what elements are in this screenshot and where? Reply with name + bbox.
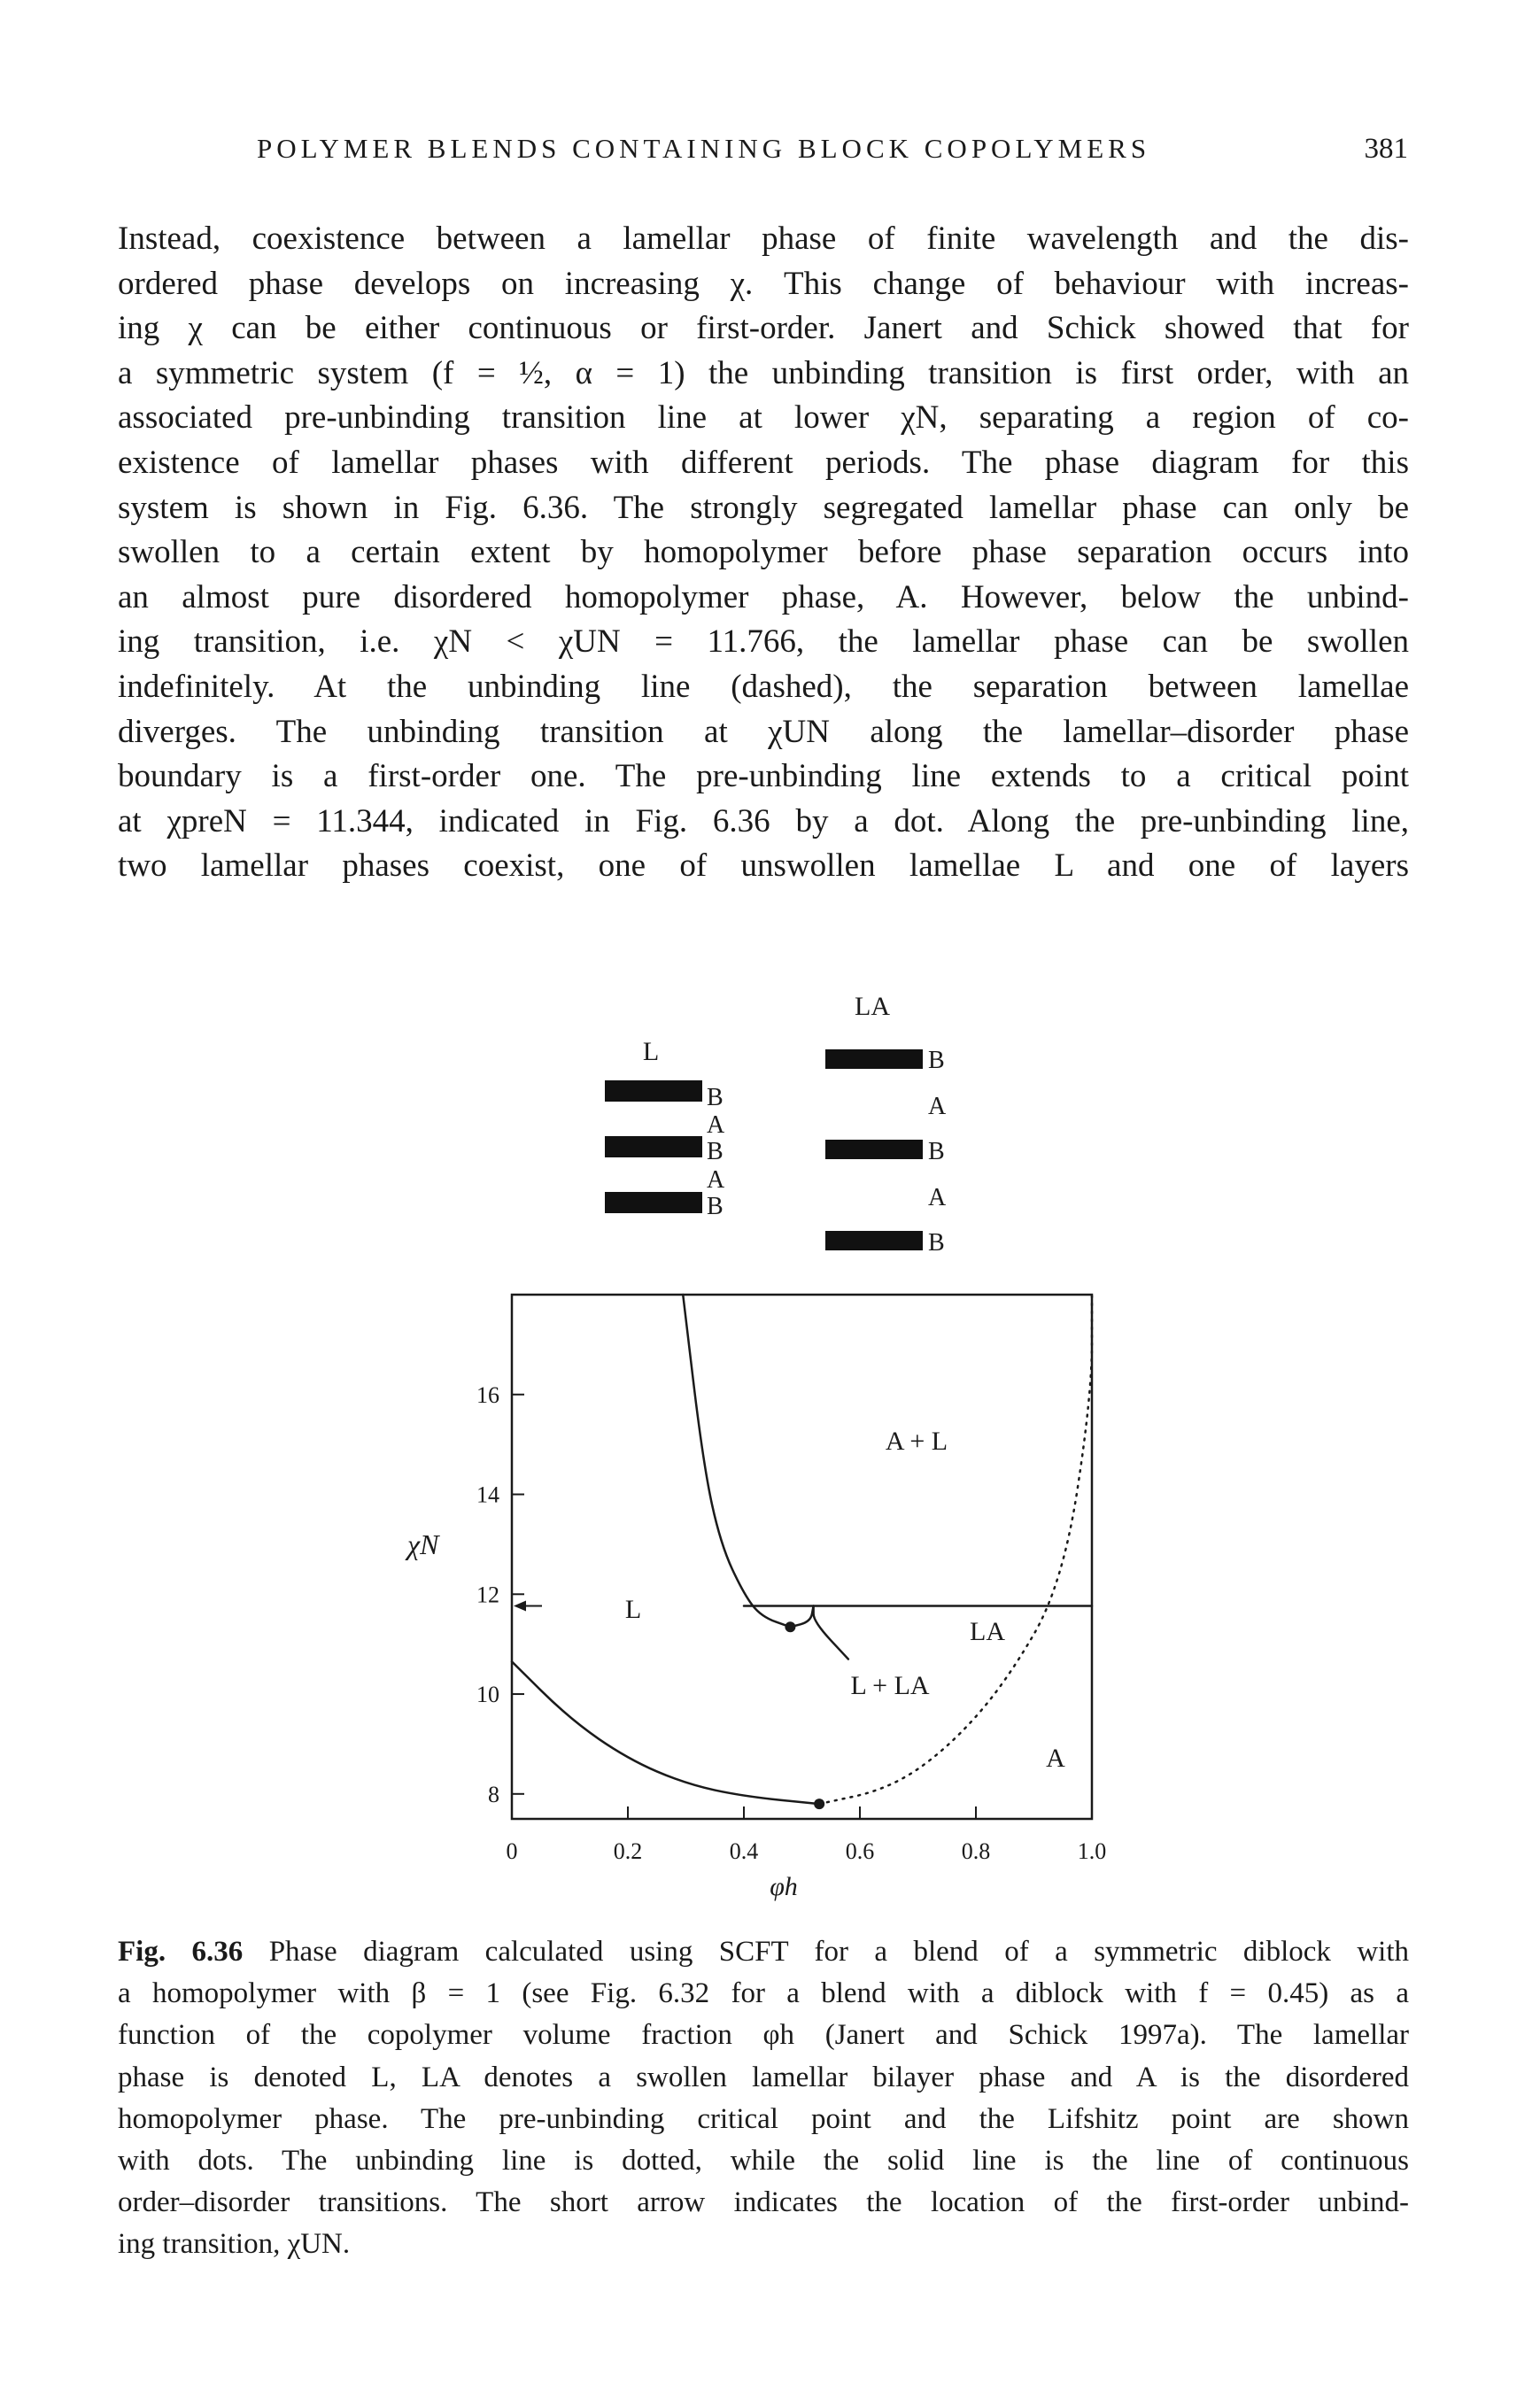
b-layer	[825, 1049, 923, 1069]
body-line: a symmetric system (f = ½, α = 1) the un…	[118, 354, 1409, 391]
y-tick-label: 14	[476, 1482, 499, 1508]
y-axis-label: χN	[405, 1528, 440, 1560]
plot-frame	[510, 1293, 1094, 1821]
layer-label: B	[928, 1229, 945, 1257]
body-line: diverges. The unbinding transition at χU…	[118, 713, 1409, 750]
unbinding-arrow	[514, 1600, 542, 1612]
phase-boundaries	[510, 1293, 1094, 1806]
running-head: POLYMER BLENDS CONTAINING BLOCK COPOLYME…	[257, 133, 1408, 177]
region-a-plus-l: A + L	[886, 1427, 948, 1456]
b-layer	[825, 1140, 923, 1159]
layer-label: B	[707, 1138, 724, 1165]
layer-label: A	[707, 1111, 725, 1139]
b-layer	[605, 1080, 702, 1102]
y-tick-label: 16	[476, 1382, 499, 1408]
body-line: indefinitely. At the unbinding line (das…	[118, 668, 1409, 705]
y-tick-label: 12	[476, 1582, 499, 1607]
layer-label: B	[707, 1193, 724, 1220]
phase-boundary-line	[510, 1660, 821, 1806]
body-line: swollen to a certain extent by homopolym…	[118, 534, 1409, 571]
caption-line: homopolymer phase. The pre-unbinding cri…	[118, 2102, 1409, 2135]
body-line: two lamellar phases coexist, one of unsw…	[118, 847, 1409, 885]
body-line: Instead, coexistence between a lamellar …	[118, 220, 1409, 257]
layer-label: B	[928, 1138, 945, 1165]
schematic-l-title: L	[643, 1037, 659, 1066]
layer-label: A	[707, 1166, 725, 1194]
special-point-dot	[785, 1621, 796, 1633]
x-tick-label: 0.8	[962, 1838, 991, 1864]
page-number: 381	[1364, 133, 1409, 165]
schematic-la-title: LA	[855, 992, 890, 1021]
body-paragraph: Instead, coexistence between a lamellar …	[118, 217, 1409, 889]
x-tick-label: 0	[507, 1838, 518, 1864]
figure-label: Fig. 6.36	[118, 1936, 244, 1968]
phase-boundary-line	[789, 1605, 815, 1628]
x-tick-label: 0.4	[730, 1838, 759, 1864]
layer-label: A	[928, 1093, 947, 1120]
caption-line: Phase diagram calculated using SCFT for …	[268, 1936, 1410, 1968]
figure-caption: Fig. 6.36 Phase diagram calculated using…	[118, 1931, 1409, 2266]
layer-label: B	[928, 1047, 945, 1074]
b-layer	[605, 1136, 702, 1157]
running-title: POLYMER BLENDS CONTAINING BLOCK COPOLYME…	[257, 133, 1151, 164]
schematic-la: LA B A B A B	[825, 992, 947, 1257]
body-line: associated pre-unbinding transition line…	[118, 399, 1409, 437]
body-line: existence of lamellar phases with differ…	[118, 444, 1409, 481]
phase-boundary-line	[812, 1605, 850, 1660]
layer-label: A	[928, 1184, 947, 1211]
special-point-dot	[814, 1799, 825, 1810]
b-layer	[825, 1231, 923, 1250]
x-tick-label: 0.6	[846, 1838, 875, 1864]
layer-label: B	[707, 1084, 724, 1111]
body-line: system is shown in Fig. 6.36. The strong…	[118, 489, 1409, 526]
body-line: at χpreN = 11.344, indicated in Fig. 6.3…	[118, 802, 1409, 839]
axis-ticks: 0 0.2 0.4 0.6 0.8 1.0 8 10 12 14 16	[476, 1382, 1106, 1864]
caption-line: phase is denoted L, LA denotes a swollen…	[118, 2061, 1409, 2093]
caption-line: function of the copolymer volume fractio…	[118, 2019, 1409, 2052]
region-l-plus-la: L + LA	[850, 1671, 929, 1700]
body-line: ing transition, i.e. χN < χUN = 11.766, …	[118, 623, 1409, 661]
caption-line: ing transition, χUN.	[118, 2228, 351, 2261]
unbinding-line	[817, 1293, 1094, 1806]
special-points	[785, 1621, 825, 1810]
y-tick-label: 10	[476, 1682, 499, 1707]
caption-line: with dots. The unbinding line is dotted,…	[118, 2144, 1409, 2177]
x-tick-label: 0.2	[614, 1838, 643, 1864]
x-tick-label: 1.0	[1078, 1838, 1107, 1864]
b-layer	[605, 1192, 702, 1213]
x-axis-label: φh	[770, 1872, 798, 1901]
caption-line-first: Fig. 6.36 Phase diagram calculated using…	[118, 1931, 1409, 1973]
phase-boundary-line	[681, 1293, 792, 1628]
body-line: boundary is a first-order one. The pre-u…	[118, 758, 1409, 795]
region-l: L	[625, 1595, 641, 1624]
caption-line: a homopolymer with β = 1 (see Fig. 6.32 …	[118, 1977, 1409, 2010]
body-line: ordered phase develops on increasing χ. …	[118, 265, 1409, 302]
region-a: A	[1046, 1744, 1065, 1773]
body-line: ing χ can be either continuous or first-…	[118, 310, 1409, 347]
body-line: an almost pure disordered homopolymer ph…	[118, 578, 1409, 615]
region-la: LA	[970, 1617, 1005, 1646]
schematic-l: L B A B A B	[605, 1037, 725, 1220]
caption-line: order–disorder transitions. The short ar…	[118, 2186, 1409, 2219]
y-tick-label: 8	[488, 1782, 499, 1807]
